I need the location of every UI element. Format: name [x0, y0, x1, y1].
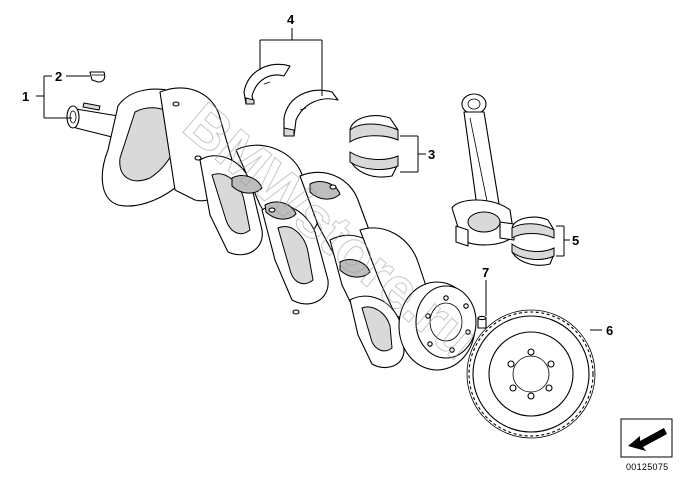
- dowel-pin: [477, 315, 487, 329]
- callout-2: 2: [55, 69, 62, 84]
- callout-5: 5: [572, 233, 579, 248]
- increment-wheel: [466, 309, 596, 439]
- callout-3: 3: [428, 147, 435, 162]
- callout-labels: 1 2 3 4 5 6 7: [22, 12, 613, 338]
- conrod-bearing-shells: [511, 216, 555, 266]
- leader-lines: [36, 28, 602, 331]
- crankshaft: [66, 87, 477, 371]
- arrow-icon: [628, 428, 667, 451]
- main-bearing-shells: [349, 115, 399, 178]
- callout-4: 4: [287, 12, 295, 27]
- part-number-box: 00125075: [620, 418, 673, 472]
- thrust-bearing-shells: [243, 63, 339, 137]
- part-number: 00125075: [626, 462, 668, 472]
- callout-1: 1: [22, 89, 29, 104]
- connecting-rod: [451, 93, 515, 247]
- woodruff-key: [89, 71, 106, 83]
- callout-6: 6: [606, 323, 613, 338]
- callout-7: 7: [482, 265, 489, 280]
